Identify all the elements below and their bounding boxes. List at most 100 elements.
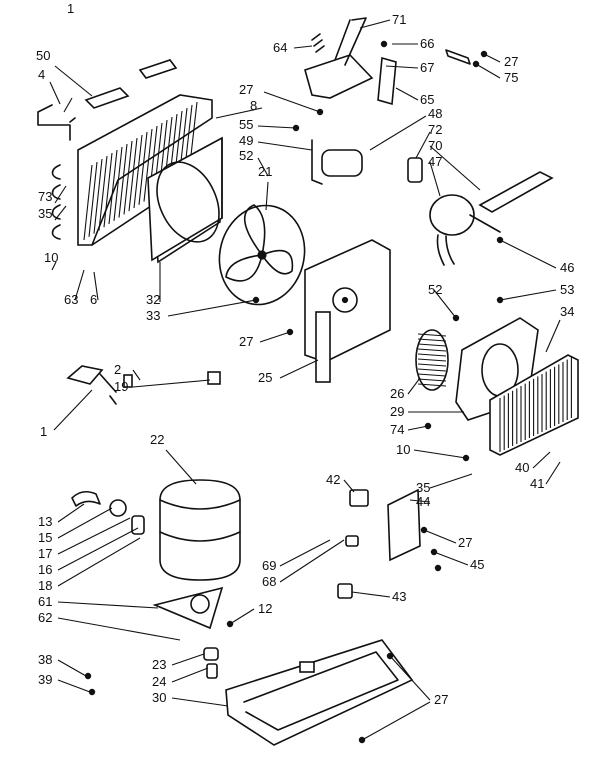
leader-line: [499, 289, 557, 301]
label-66: 66: [420, 36, 434, 51]
coil-fin: [83, 164, 93, 241]
wheel-blade: [417, 333, 447, 337]
leader-line: [389, 655, 431, 701]
leader-line: [407, 377, 421, 395]
wheel-blade: [417, 368, 447, 372]
label-67: 67: [420, 60, 434, 75]
label-15: 15: [38, 530, 52, 545]
screw: [252, 296, 260, 304]
label-26: 26: [390, 386, 404, 401]
capacitor: [311, 139, 363, 185]
screw: [286, 328, 294, 336]
wheel-blade: [417, 353, 447, 357]
coil-fin: [128, 137, 138, 212]
coil-fin: [93, 158, 103, 234]
leader-line: [165, 449, 197, 485]
label-68: 68: [262, 574, 276, 589]
control-bracket: [304, 17, 374, 99]
leader-line: [171, 667, 209, 683]
leader-line: [293, 45, 313, 49]
label-16: 16: [38, 562, 52, 577]
leader-line: [279, 539, 345, 583]
leader-line: [49, 81, 61, 105]
selector-switch: [349, 489, 369, 507]
leader-line: [407, 425, 429, 431]
leader-line: [57, 617, 181, 641]
screw: [226, 620, 234, 628]
blower-wheel: [415, 329, 449, 391]
wheel-blade: [417, 373, 447, 377]
wheel-blade: [417, 383, 447, 387]
screw: [496, 236, 504, 244]
fan-shroud: [147, 136, 223, 264]
leader-line: [57, 507, 113, 539]
label-43: 43: [392, 589, 406, 604]
label-52a: 52: [239, 148, 253, 163]
compressor-mount: [152, 586, 224, 630]
label-27a: 27: [239, 82, 253, 97]
cord-clips: [123, 371, 221, 388]
leader-line: [395, 87, 419, 101]
label-53: 53: [560, 282, 574, 297]
screw: [420, 526, 428, 534]
screw: [358, 736, 366, 744]
label-70: 70: [428, 138, 442, 153]
label-39: 39: [38, 672, 52, 687]
label-74: 74: [390, 422, 404, 437]
leader-line: [361, 701, 431, 741]
leader-line: [57, 527, 139, 571]
label-45: 45: [470, 557, 484, 572]
screw: [430, 548, 438, 556]
screw: [472, 60, 480, 68]
leader-line: [265, 181, 269, 211]
leader-line: [429, 145, 481, 191]
leader-line: [343, 479, 355, 493]
leader-line: [257, 125, 297, 129]
leader-line: [499, 239, 557, 269]
leader-line: [54, 205, 67, 221]
label-42: 42: [326, 472, 340, 487]
screw: [380, 40, 388, 48]
base-pan: [225, 639, 414, 746]
screw: [292, 124, 300, 132]
leader-line: [132, 379, 211, 388]
leader-line: [171, 653, 205, 666]
label-6: 6: [90, 292, 97, 307]
coil-fin: [103, 152, 113, 228]
screw: [452, 314, 460, 322]
leader-line: [433, 289, 457, 319]
leader-line: [263, 91, 321, 113]
label-22: 22: [150, 432, 164, 447]
screw: [496, 296, 504, 304]
leader-line: [257, 141, 313, 151]
bulkhead-partition: [304, 239, 391, 383]
leader-line: [229, 608, 255, 625]
leader-line: [429, 161, 441, 197]
leader-line: [475, 63, 501, 79]
label-46: 46: [560, 260, 574, 275]
control-panel: [387, 488, 421, 562]
label-64: 64: [273, 40, 287, 55]
leader-line: [57, 601, 159, 609]
label-48: 48: [428, 106, 442, 121]
leader-line: [132, 369, 141, 381]
compressor-terminal-parts: [71, 490, 145, 535]
leader-line: [545, 461, 561, 485]
leader-line: [279, 359, 319, 379]
screw: [462, 454, 470, 462]
label-8: 8: [250, 98, 257, 113]
label-30: 30: [152, 690, 166, 705]
grommet-stack: [203, 647, 219, 679]
coil-fin: [138, 131, 148, 205]
motor-cover-plate: [478, 171, 554, 213]
label-32: 32: [146, 292, 160, 307]
label-1b: 1: [40, 424, 47, 439]
leader-line: [279, 539, 331, 567]
leader-line: [413, 449, 467, 459]
label-69: 69: [262, 558, 276, 573]
label-10b: 10: [396, 442, 410, 457]
wheel-blade: [417, 348, 447, 352]
label-65: 65: [420, 92, 434, 107]
condenser-fan-blade: [218, 204, 306, 306]
